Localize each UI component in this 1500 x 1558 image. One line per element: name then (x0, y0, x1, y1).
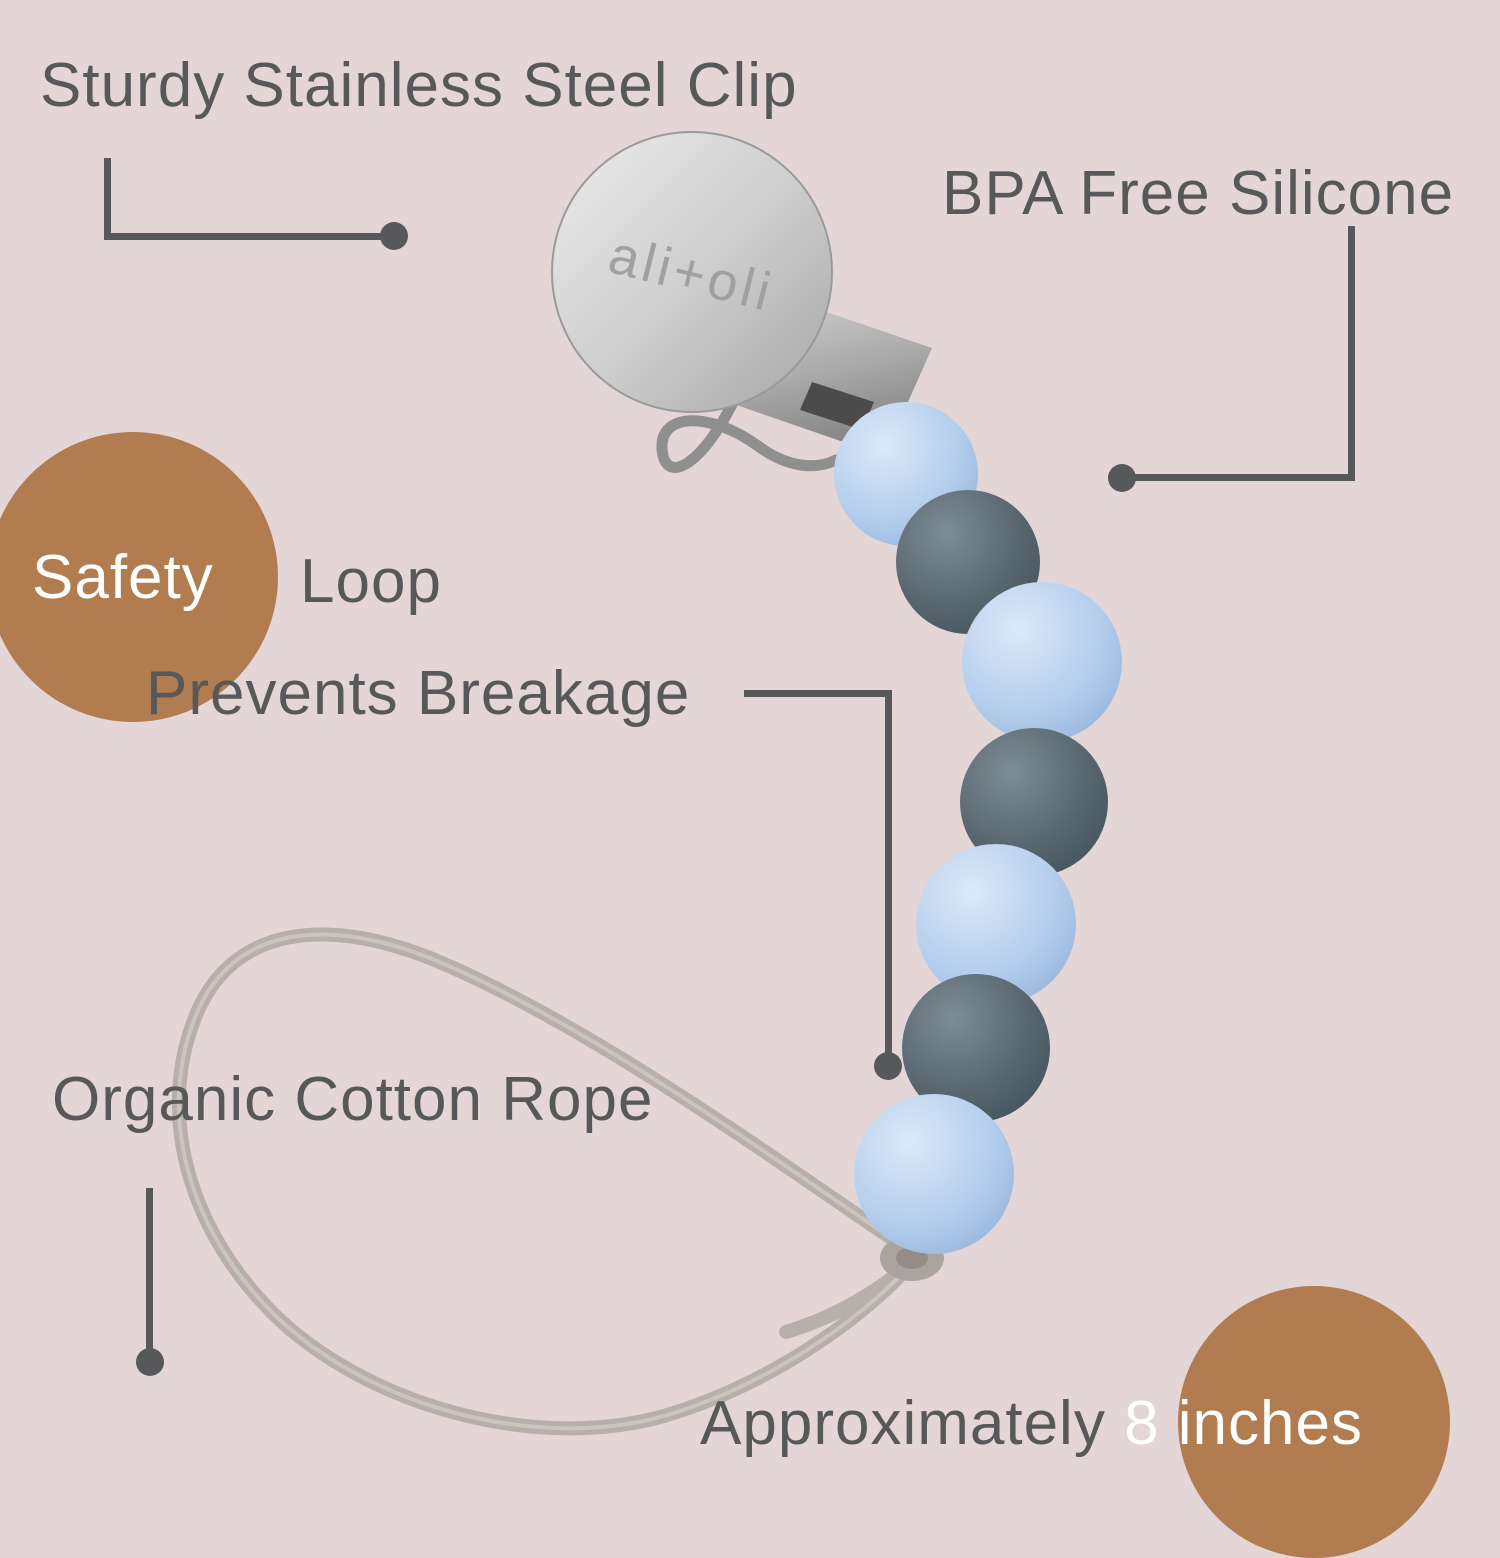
leader-dot-breakage (874, 1052, 902, 1080)
clip-spring-wire (656, 390, 842, 473)
label-length-prefix: Approximately (700, 1389, 1106, 1458)
leader-dot-steel-clip (380, 222, 408, 250)
leader-line-steel-clip-horizontal (104, 233, 396, 240)
label-prevents-breakage: Prevents Breakage (146, 659, 691, 728)
bead-dark-gray (960, 728, 1108, 876)
leader-line-bpa-vertical (1348, 226, 1355, 481)
leader-dot-rope (136, 1348, 164, 1376)
label-organic-cotton-rope: Organic Cotton Rope (52, 1065, 654, 1134)
label-approximate-length: Approximately 8 inches (700, 1388, 1363, 1459)
label-length-value: 8 inches (1124, 1389, 1363, 1458)
leader-dot-bpa (1108, 464, 1136, 492)
bead-light-blue (854, 1094, 1014, 1254)
pacifier-clip-product-image: ali+oli (171, 131, 1122, 1436)
label-steel-clip: Sturdy Stainless Steel Clip (40, 51, 798, 120)
label-safety-highlight: Safety (32, 543, 214, 612)
accent-circle-safety (0, 432, 278, 722)
leader-line-breakage-vertical (885, 690, 892, 1065)
rope-highlight (176, 932, 916, 1431)
leader-line-rope-vertical (146, 1188, 153, 1360)
leader-line-bpa-horizontal (1126, 474, 1355, 481)
bead-light-blue (962, 582, 1122, 742)
silicone-beads (834, 402, 1122, 1254)
bead-dark-gray (902, 974, 1050, 1122)
clip-disc (552, 132, 832, 412)
leader-line-breakage-horizontal (744, 690, 892, 697)
cotton-rope (171, 927, 956, 1436)
clip-disc-edge (551, 131, 833, 413)
clip-slot (800, 382, 874, 430)
leader-line-steel-clip-vertical (104, 158, 111, 240)
label-bpa-free-silicone: BPA Free Silicone (942, 159, 1455, 228)
label-loop: Loop (300, 547, 442, 616)
bead-light-blue (916, 844, 1076, 1004)
